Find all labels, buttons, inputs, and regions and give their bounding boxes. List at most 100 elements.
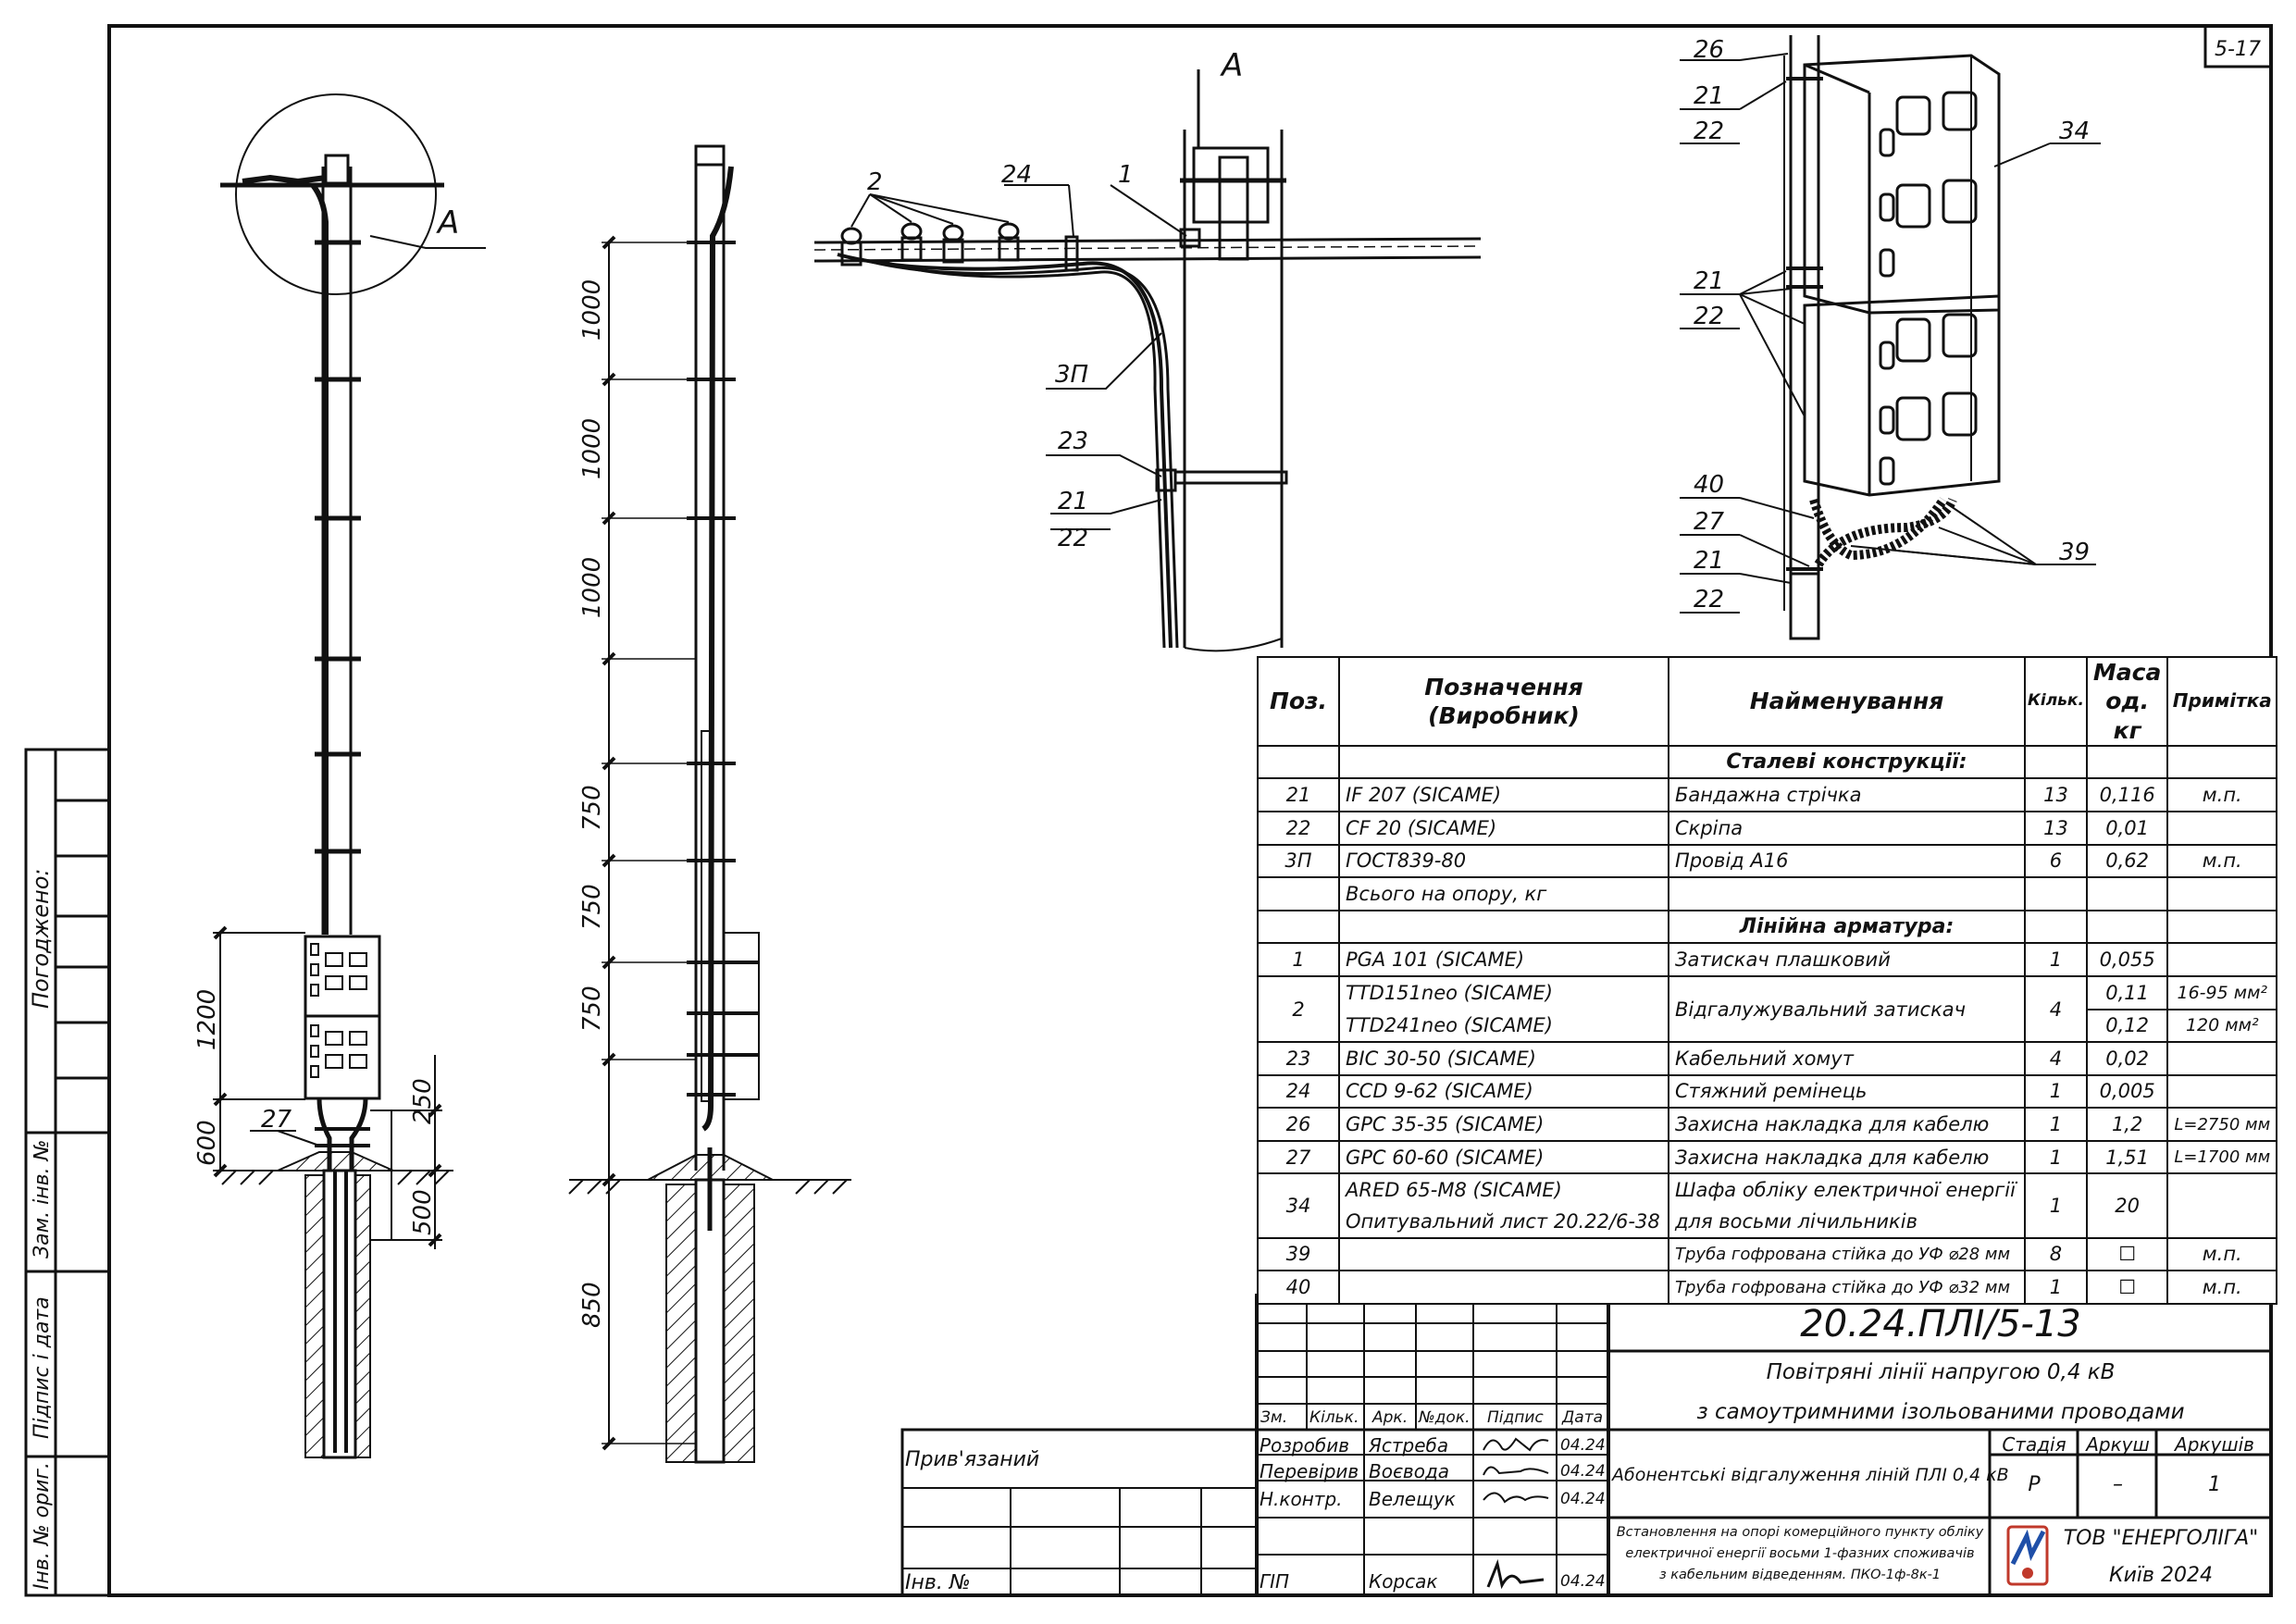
sheet-number: 5-17 xyxy=(2215,38,2261,61)
dim-250: 250 xyxy=(409,1078,437,1124)
front-callout-27: 27 xyxy=(261,1106,292,1134)
sheet-label: Аркуш xyxy=(2086,1433,2150,1456)
cabinet-view xyxy=(1680,35,2101,640)
signature-chief-engineer xyxy=(1486,1559,1545,1590)
rev-header-doc: №док. xyxy=(1419,1408,1471,1427)
detail-label-a: А xyxy=(1220,47,1243,84)
cabinet-callout-39: 39 xyxy=(2059,539,2090,566)
dim-side-3: 1000 xyxy=(578,557,606,618)
dim-side-2: 1000 xyxy=(578,418,606,479)
section-steel: Сталеві конструкції: xyxy=(1257,744,2278,780)
sign-date-label: Підпис і дата xyxy=(31,1296,54,1439)
front-view-label-a: А xyxy=(436,205,459,242)
signature-checker xyxy=(1483,1466,1549,1476)
cabinet-callout-27: 27 xyxy=(1694,508,1725,536)
inv-no-label: Інв. № xyxy=(905,1571,971,1594)
dim-1200: 1200 xyxy=(193,989,221,1050)
table-row: Всього на опору, кг xyxy=(1257,876,2278,911)
table-row: 34 ARED 65-M8 (SICAME) Шафа обліку елект… xyxy=(1257,1172,2278,1239)
stage-label: Стадія xyxy=(2002,1433,2066,1456)
detail-callout-2: 2 xyxy=(867,168,883,196)
cabinet-callout-22b: 22 xyxy=(1694,303,1724,330)
dim-side-6: 750 xyxy=(578,986,606,1032)
sheet-value: – xyxy=(2113,1473,2123,1496)
company-logo xyxy=(2006,1525,2049,1586)
dim-side-4: 750 xyxy=(578,785,606,831)
cabinet-callout-22a: 22 xyxy=(1694,118,1724,145)
document-code: 20.24.ПЛІ/5-13 xyxy=(1800,1303,2081,1345)
name-developer: Ястреба xyxy=(1369,1434,1449,1457)
title-line-1: Повітряні лінії напругою 0,4 кВ xyxy=(1766,1360,2116,1384)
role-developer: Розробив xyxy=(1260,1434,1349,1457)
specification-table: Поз. Позначення (Виробник) Найменування … xyxy=(1257,656,2278,1305)
date-developer: 04.24 xyxy=(1560,1436,1606,1455)
rev-header-sign: Підпис xyxy=(1487,1408,1544,1427)
role-checker: Перевірив xyxy=(1260,1460,1359,1482)
detail-circle xyxy=(235,93,437,295)
cabinet-callout-34: 34 xyxy=(2059,118,2090,145)
rev-header-sheet: Арк. xyxy=(1372,1408,1409,1427)
signature-developer xyxy=(1483,1437,1549,1452)
cabinet-callout-26: 26 xyxy=(1694,36,1724,64)
company-name: ТОВ "ЕНЕРГОЛІГА" xyxy=(2063,1527,2259,1550)
dim-500: 500 xyxy=(409,1189,437,1235)
detail-callout-23: 23 xyxy=(1058,428,1088,455)
spec-header-row: Поз. Позначення (Виробник) Найменування … xyxy=(1257,656,2278,747)
dim-side-7: 850 xyxy=(578,1282,606,1328)
detail-callout-22: 22 xyxy=(1058,525,1088,552)
side-stamp xyxy=(24,748,111,1597)
linked-label: Прив'язаний xyxy=(905,1448,1040,1471)
description-line-1: Встановлення на опорі комерційного пункт… xyxy=(1616,1525,1984,1540)
sheet-name: Абонентські відгалуження ліній ПЛІ 0,4 к… xyxy=(1612,1465,2009,1485)
description-line-3: з кабельним відведенням. ПКО-1ф-8к-1 xyxy=(1658,1568,1942,1582)
name-checker: Воєвода xyxy=(1369,1460,1450,1482)
sheet-number-box xyxy=(2203,24,2273,68)
table-row: 2 TTD151neo (SICAME) Відгалужувальний за… xyxy=(1257,974,2278,1044)
col-mass: Маса од. кг xyxy=(2085,656,2169,747)
sheets-label: Аркушів xyxy=(2175,1433,2254,1456)
dim-side-5: 750 xyxy=(578,884,606,930)
table-row: Опитувальний лист 20.22/6-38 для восьми … xyxy=(1258,1206,2277,1239)
dim-600: 600 xyxy=(193,1120,221,1166)
name-chief-engineer: Корсак xyxy=(1369,1570,1438,1593)
city-year: Київ 2024 xyxy=(2109,1564,2213,1587)
dim-side-1: 1000 xyxy=(578,279,606,341)
detail-callout-1: 1 xyxy=(1118,161,1134,189)
section-line: Лінійна арматура: xyxy=(1257,909,2278,945)
rev-header-zm: Зм. xyxy=(1260,1408,1288,1427)
date-normcontrol: 04.24 xyxy=(1560,1490,1606,1508)
stage-value: Р xyxy=(2028,1473,2041,1496)
approved-label: Погоджено: xyxy=(28,869,54,1009)
role-chief-engineer: ГІП xyxy=(1260,1570,1290,1593)
col-pos: Поз. xyxy=(1257,656,1340,747)
detail-callout-21: 21 xyxy=(1058,488,1088,515)
cabinet-callout-21c: 21 xyxy=(1694,547,1724,575)
cabinet-callout-22c: 22 xyxy=(1694,586,1724,614)
rev-header-date: Дата xyxy=(1562,1408,1604,1427)
detail-callout-24: 24 xyxy=(1001,161,1032,189)
detail-callout-3p: 3П xyxy=(1055,361,1088,389)
cabinet-callout-40: 40 xyxy=(1694,471,1724,499)
date-checker: 04.24 xyxy=(1560,1462,1606,1481)
table-row: TTD241neo (SICAME) 0,12 120 мм² xyxy=(1258,1008,2278,1044)
cabinet-callout-21a: 21 xyxy=(1694,82,1724,110)
col-qty: Кільк. xyxy=(2024,656,2088,747)
inv-original-label: Інв. № ориг. xyxy=(31,1462,54,1590)
description-line-2: електричної енергії восьми 1-фазних спож… xyxy=(1625,1546,1975,1561)
signature-normcontrol xyxy=(1483,1492,1549,1504)
col-designation: Позначення (Виробник) xyxy=(1338,656,1669,747)
pole-side-view xyxy=(568,144,851,1464)
cabinet-callout-21b: 21 xyxy=(1694,267,1724,295)
col-note: Примітка xyxy=(2166,656,2278,747)
role-normcontrol: Н.контр. xyxy=(1260,1488,1343,1510)
pole-front-view xyxy=(213,93,486,1459)
